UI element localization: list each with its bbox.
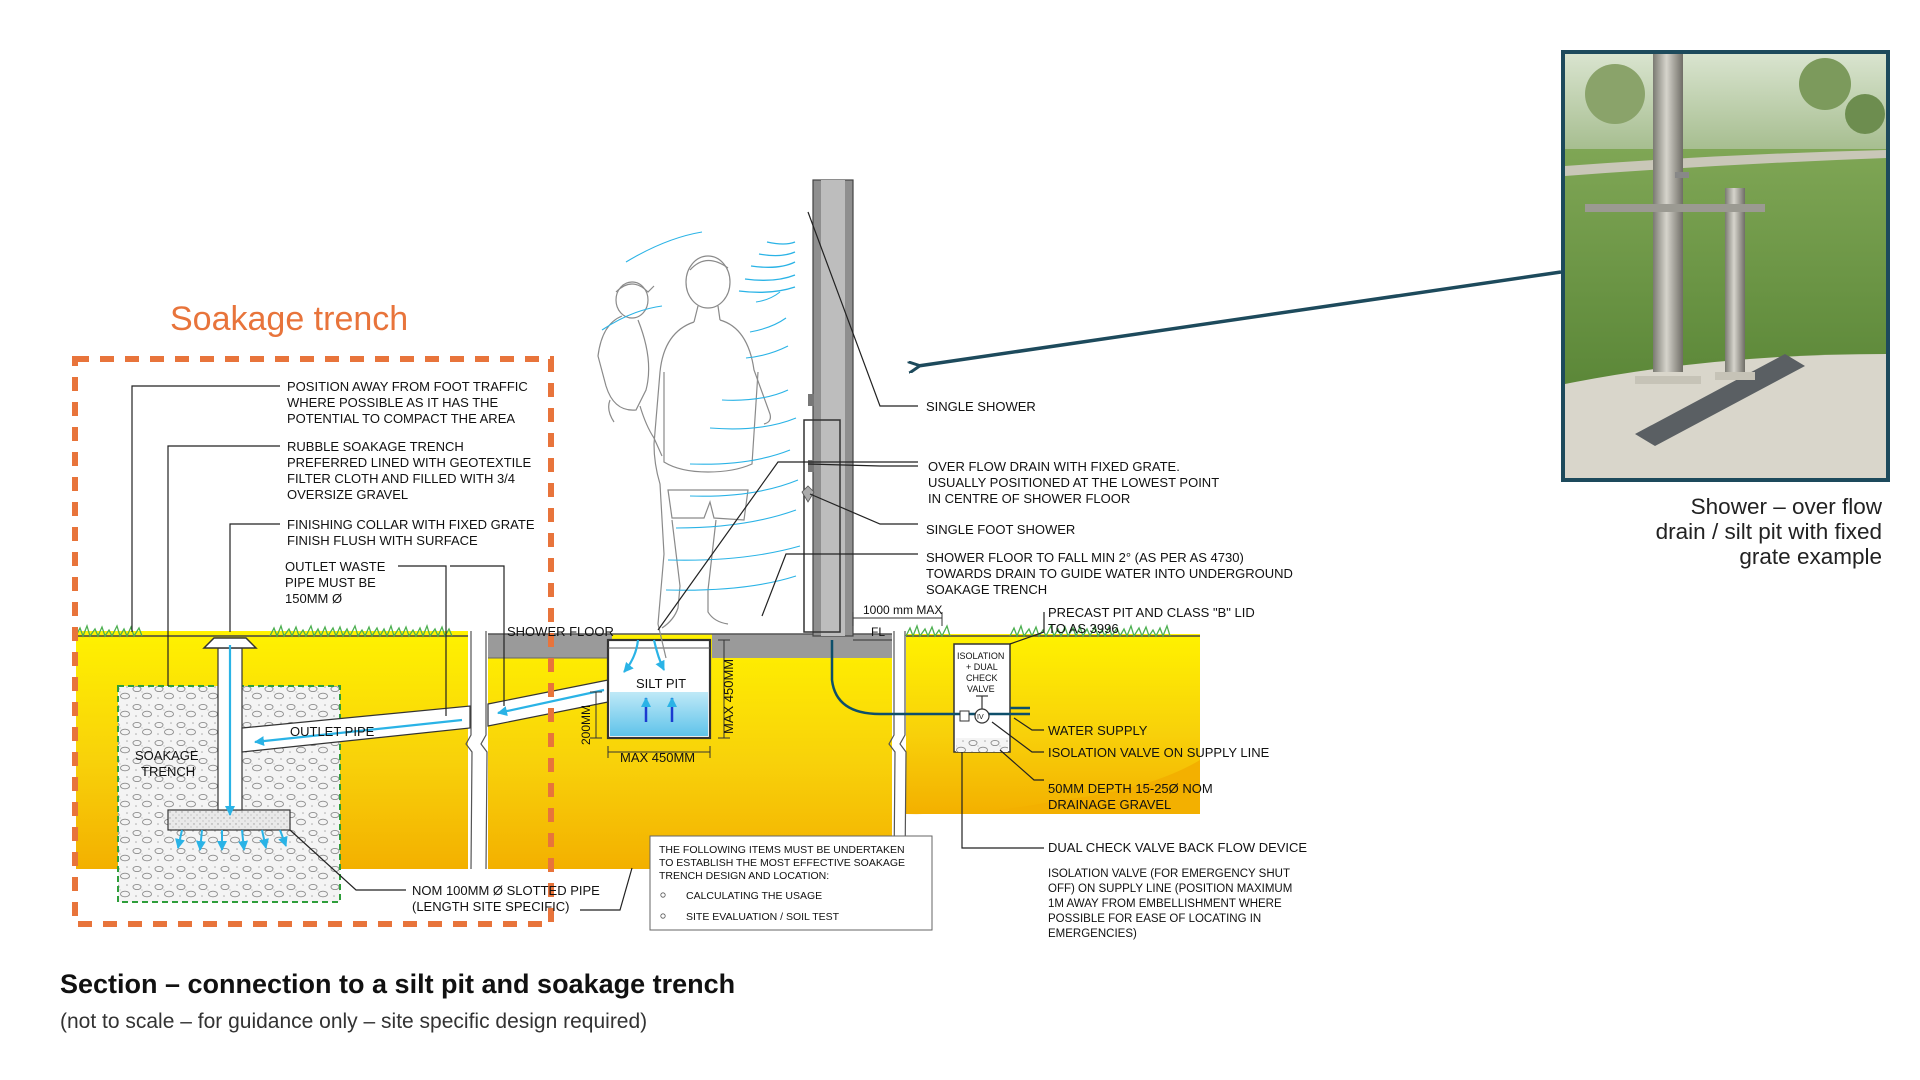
note-emergency-5: EMERGENCIES) <box>1048 928 1137 940</box>
checklist-box <box>649 835 933 931</box>
checklist-intro-2: TO ESTABLISH THE MOST EFFECTIVE SOAKAGE <box>659 857 905 869</box>
note-single-foot-shower: SINGLE FOOT SHOWER <box>926 522 1075 537</box>
note-overflow-drain-1: OVER FLOW DRAIN WITH FIXED GRATE. <box>928 459 1180 474</box>
note-finishing-collar-2: FINISH FLUSH WITH SURFACE <box>287 533 478 548</box>
note-rubble-2: PREFERRED LINED WITH GEOTEXTILE <box>287 455 531 470</box>
label-1000-max: 1000 mm MAX <box>863 603 942 617</box>
note-rubble-1: RUBBLE SOAKAGE TRENCH <box>287 439 464 454</box>
note-floor-fall-1: SHOWER FLOOR TO FALL MIN 2° (AS PER AS 4… <box>926 550 1244 565</box>
photo-caption: Shower – over flow drain / silt pit with… <box>1552 494 1882 569</box>
section-title: Section – connection to a silt pit and s… <box>60 969 736 999</box>
photo-caption-line-3: grate example <box>1739 544 1882 569</box>
water-supply-pit <box>830 640 1030 753</box>
label-fl: FL <box>871 625 885 639</box>
checklist-item-usage: CALCULATING THE USAGE <box>686 890 822 902</box>
photo-caption-line-2: drain / silt pit with fixed <box>1655 519 1882 544</box>
checklist-intro-1: THE FOLLOWING ITEMS MUST BE UNDERTAKEN <box>659 844 905 856</box>
note-position-away-2: WHERE POSSIBLE AS IT HAS THE <box>287 395 499 410</box>
note-slotted-pipe-1: NOM 100MM Ø SLOTTED PIPE <box>412 883 600 898</box>
label-isolation-box-3: CHECK <box>966 673 998 683</box>
checklist-intro-3: TRENCH DESIGN AND LOCATION: <box>659 870 829 882</box>
label-isolation-box-4: VALVE <box>967 684 995 694</box>
note-position-away-3: POTENTIAL TO COMPACT THE AREA <box>287 411 515 426</box>
label-silt-pit: SILT PIT <box>636 676 686 691</box>
label-soakage-trench-1: SOAKAGE <box>135 748 199 763</box>
soakage-trench <box>117 637 471 903</box>
note-precast-pit-2: TO AS 3996 <box>1048 621 1119 636</box>
label-isolation-box-2: + DUAL <box>966 662 998 672</box>
note-drainage-gravel-1: 50MM DEPTH 15-25Ø NOM <box>1048 781 1213 796</box>
note-floor-fall-3: SOAKAGE TRENCH <box>926 582 1047 597</box>
note-isolation-valve: ISOLATION VALVE ON SUPPLY LINE <box>1048 745 1270 760</box>
label-dim-width: MAX 450MM <box>620 750 695 765</box>
note-slotted-pipe-2: (LENGTH SITE SPECIFIC) <box>412 899 569 914</box>
note-outlet-waste-3: 150MM Ø <box>285 591 342 606</box>
label-dim-height: MAX 450MM <box>721 659 736 734</box>
label-valve-symbol: IV <box>977 714 984 721</box>
leader-lines <box>131 211 1045 911</box>
note-floor-fall-2: TOWARDS DRAIN TO GUIDE WATER INTO UNDERG… <box>926 566 1293 581</box>
soakage-trench-frame <box>72 356 554 927</box>
photo-caption-line-1: Shower – over flow <box>1690 494 1882 519</box>
note-overflow-drain-2: USUALLY POSITIONED AT THE LOWEST POINT <box>928 475 1219 490</box>
note-precast-pit-1: PRECAST PIT AND CLASS "B" LID <box>1048 605 1255 620</box>
note-outlet-waste-1: OUTLET WASTE <box>285 559 386 574</box>
note-finishing-collar-1: FINISHING COLLAR WITH FIXED GRATE <box>287 517 535 532</box>
checklist-item-site: SITE EVALUATION / SOIL TEST <box>686 911 840 923</box>
label-shower-floor: SHOWER FLOOR <box>507 624 614 639</box>
note-rubble-4: OVERSIZE GRAVEL <box>287 487 408 502</box>
person-carrying-child-illustration <box>597 231 801 659</box>
label-isolation-box-1: ISOLATION <box>957 651 1004 661</box>
shower-post <box>738 179 943 641</box>
note-single-shower: SINGLE SHOWER <box>926 399 1036 414</box>
note-emergency-2: OFF) ON SUPPLY LINE (POSITION MAXIMUM <box>1048 883 1292 895</box>
label-soakage-trench-2: TRENCH <box>141 764 195 779</box>
shower-photo <box>1561 50 1890 482</box>
note-drainage-gravel-2: DRAINAGE GRAVEL <box>1048 797 1171 812</box>
soakage-trench-heading: Soakage trench <box>170 300 408 338</box>
note-rubble-3: FILTER CLOTH AND FILLED WITH 3/4 <box>287 471 515 486</box>
note-overflow-drain-3: IN CENTRE OF SHOWER FLOOR <box>928 491 1130 506</box>
photo-pointer-arrow <box>918 270 1562 366</box>
label-dim-200: 200MM <box>579 705 593 745</box>
silt-pit <box>590 638 730 758</box>
shower-floor-slab <box>488 633 892 659</box>
note-emergency-4: POSSIBLE FOR EASE OF LOCATING IN <box>1048 913 1261 925</box>
note-position-away-1: POSITION AWAY FROM FOOT TRAFFIC <box>287 379 528 394</box>
note-emergency-3: 1M AWAY FROM EMBELLISHMENT WHERE <box>1048 898 1282 910</box>
note-water-supply: WATER SUPPLY <box>1048 723 1148 738</box>
note-dual-check: DUAL CHECK VALVE BACK FLOW DEVICE <box>1048 840 1307 855</box>
label-outlet-pipe: OUTLET PIPE <box>290 724 375 739</box>
note-emergency-1: ISOLATION VALVE (FOR EMERGENCY SHUT <box>1048 868 1290 880</box>
section-subtitle: (not to scale – for guidance only – site… <box>60 1010 648 1033</box>
note-outlet-waste-2: PIPE MUST BE <box>285 575 376 590</box>
